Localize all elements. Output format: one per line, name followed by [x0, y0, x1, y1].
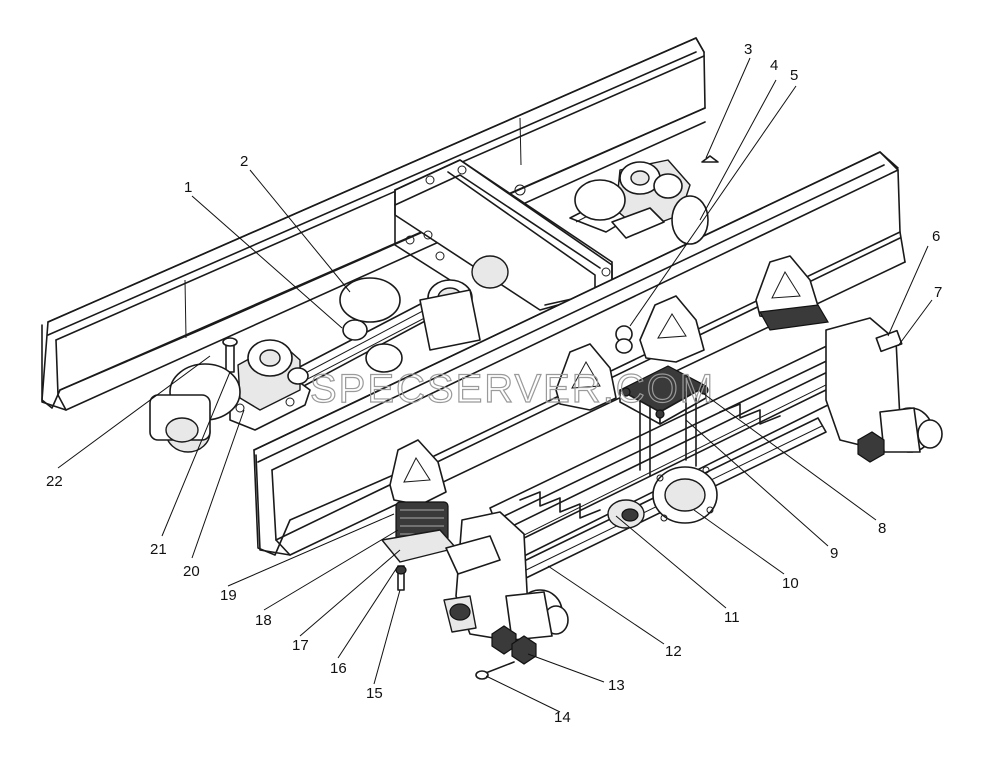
center-reaction-rod [339, 255, 509, 373]
callout-21: 21 [150, 541, 167, 558]
axle-end-right [825, 317, 943, 463]
callout-10: 10 [782, 575, 799, 592]
callout-17: 17 [292, 637, 309, 654]
callout-4: 4 [770, 57, 778, 74]
spring-hanger-rear-right [755, 255, 829, 331]
cross-member [394, 159, 613, 311]
callout-3: 3 [744, 41, 752, 58]
callout-8: 8 [878, 520, 886, 537]
callout-5: 5 [790, 67, 798, 84]
axle-end-left [443, 511, 569, 665]
callout-15: 15 [366, 685, 383, 702]
left-frame-rail [41, 37, 706, 411]
rod-bracket-right [569, 155, 719, 245]
callout-11: 11 [724, 609, 740, 626]
callout-18: 18 [255, 612, 272, 629]
spring-hanger-center-right [639, 295, 705, 363]
callout-2: 2 [240, 153, 248, 170]
left-wheel-hub [149, 363, 241, 453]
axle-differential [652, 466, 718, 524]
callout-1: 1 [184, 179, 192, 196]
spring-u-bolt-clamp [618, 365, 709, 477]
callout-7: 7 [934, 284, 942, 301]
callout-16: 16 [330, 660, 347, 677]
watermark-text: SPECSERVER.COM [310, 367, 715, 411]
callout-13: 13 [608, 677, 625, 694]
callout-12: 12 [665, 643, 682, 660]
callout-19: 19 [220, 587, 237, 604]
spring-hanger-center-left [555, 343, 617, 411]
callout-6: 6 [932, 228, 940, 245]
callout-22: 22 [46, 473, 63, 490]
small-fasteners [395, 325, 633, 680]
callout-14: 14 [554, 709, 571, 726]
callout-20: 20 [183, 563, 200, 580]
callout-9: 9 [830, 545, 838, 562]
callout-labels: 1 2 3 4 5 6 7 8 9 10 11 12 13 14 15 16 1… [46, 41, 942, 726]
leader-lines [57, 57, 933, 713]
spring-hanger-front-left [381, 439, 457, 563]
rod-bracket-left [222, 337, 311, 431]
